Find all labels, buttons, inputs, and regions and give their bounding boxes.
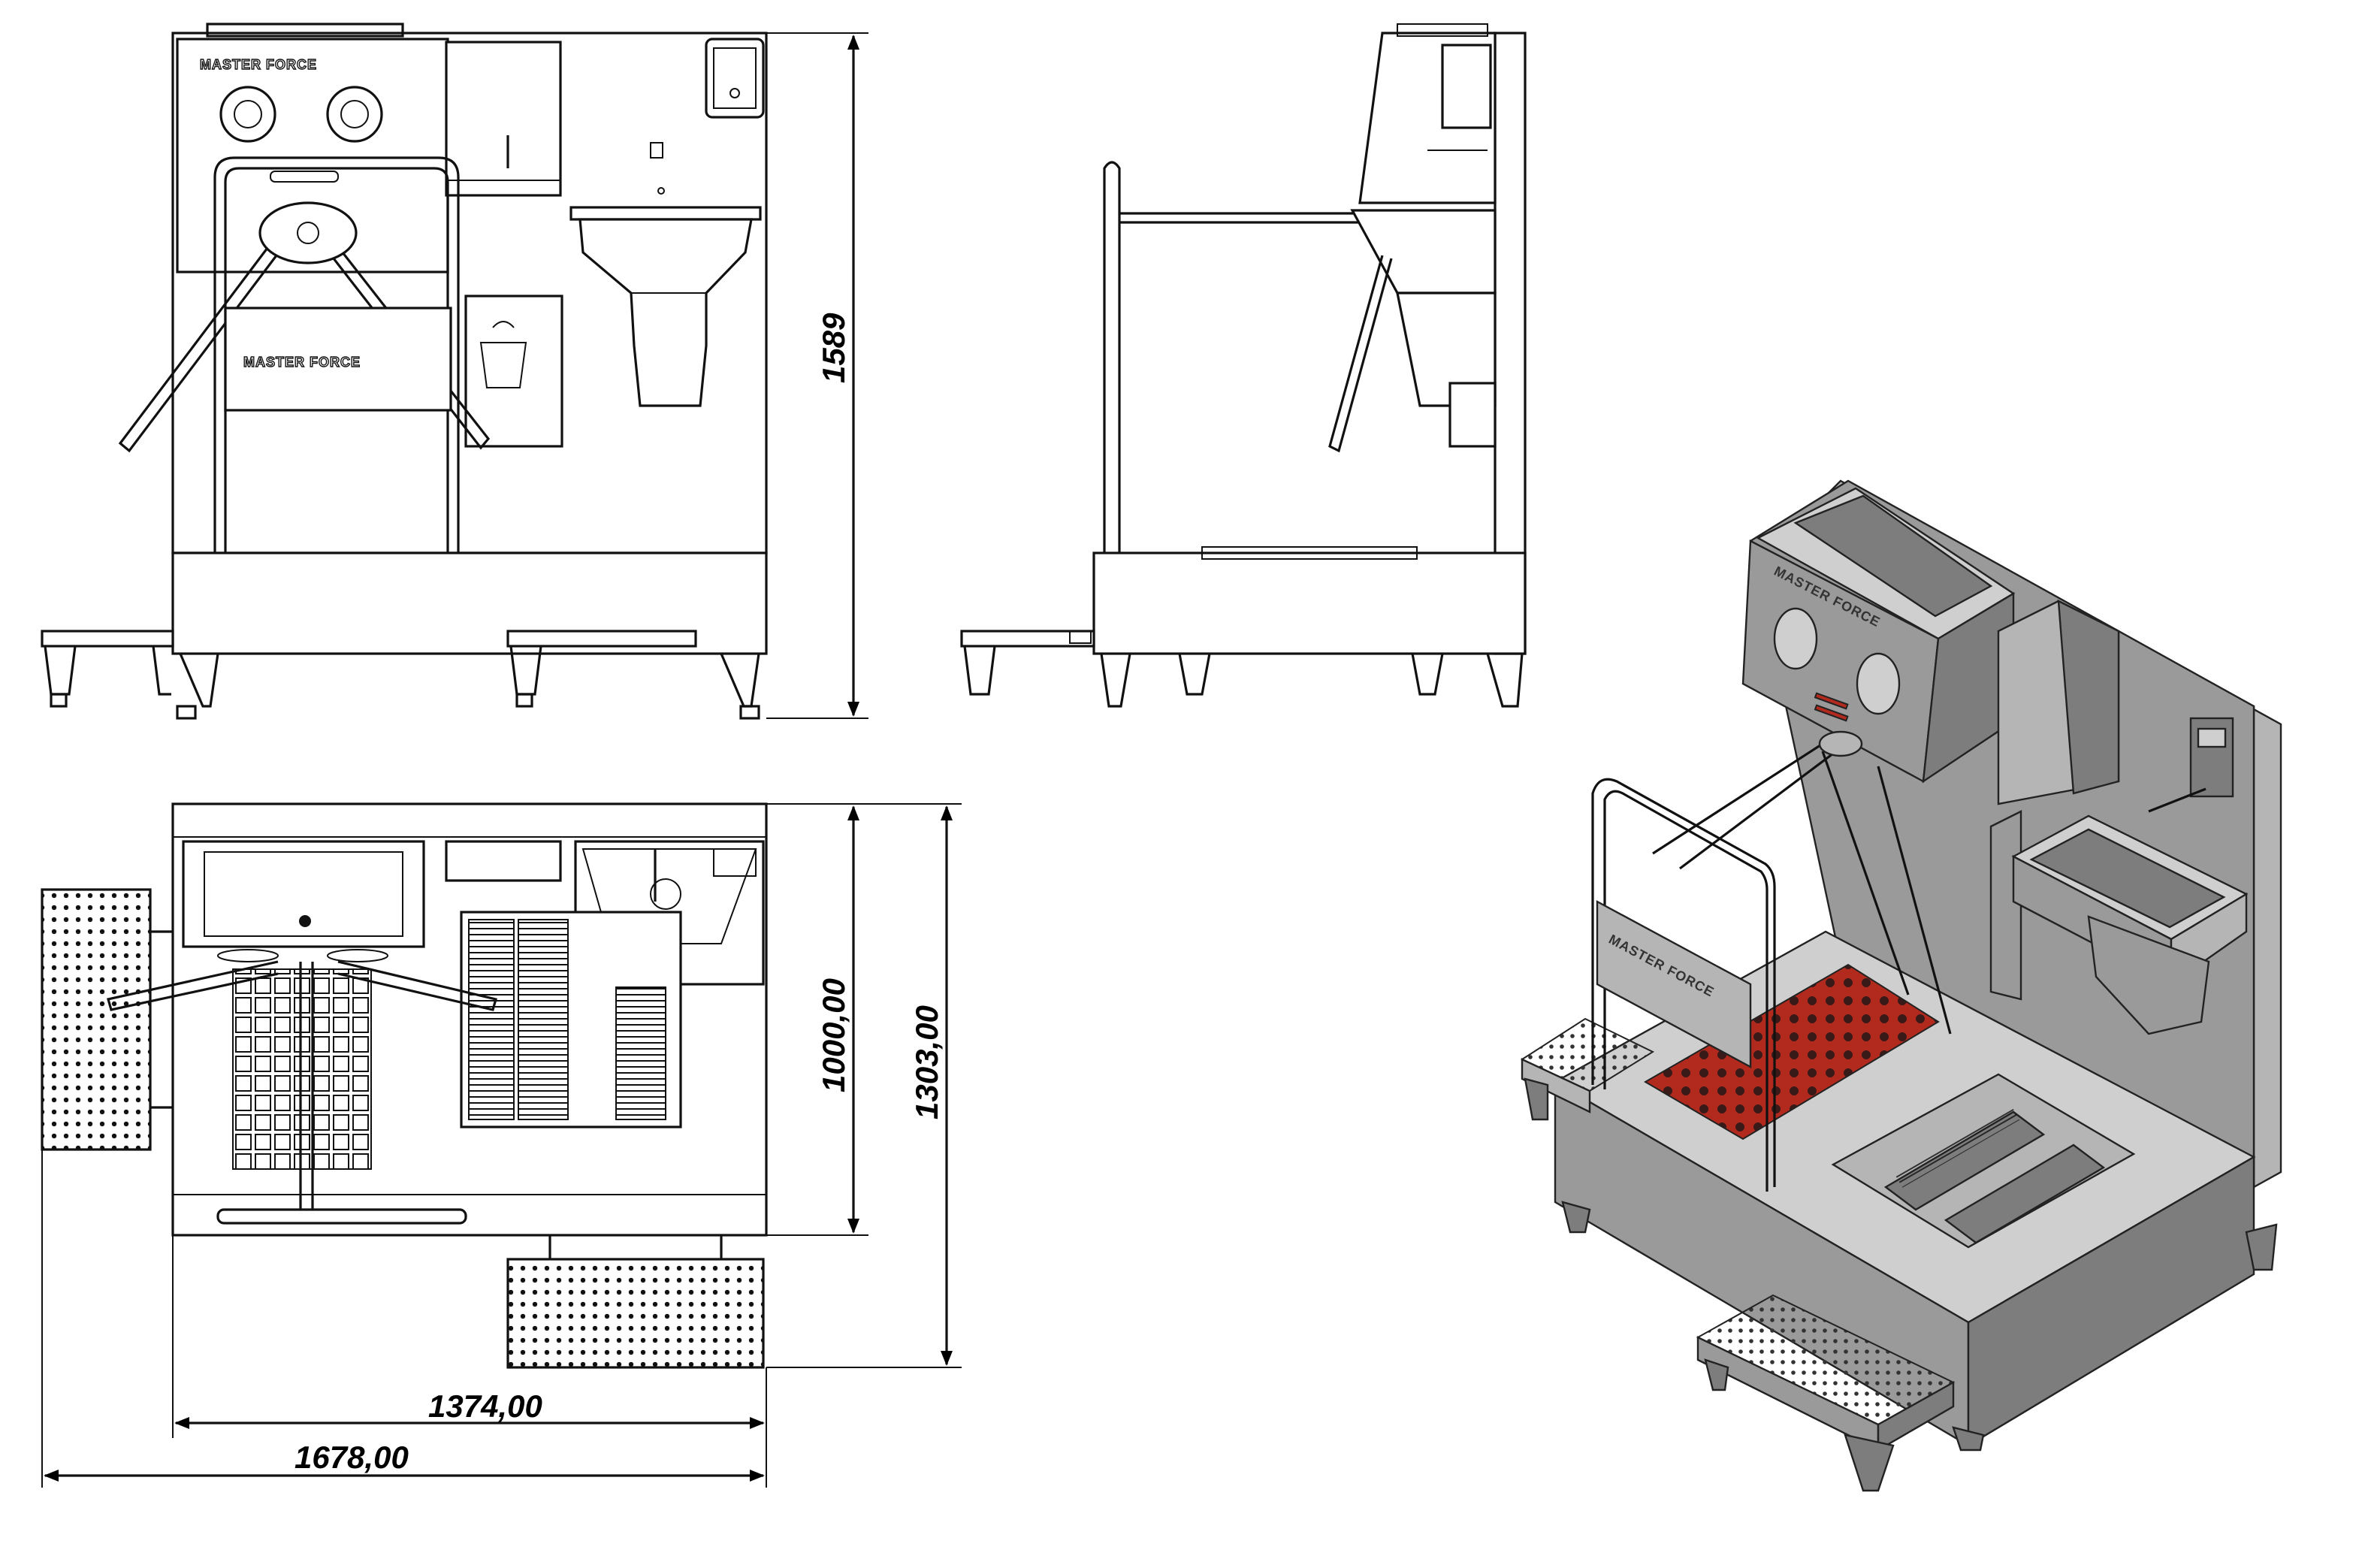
front-top-logo: MASTER FORCE xyxy=(200,57,317,72)
turnstile: MASTER FORCE xyxy=(118,156,491,553)
top-step-left xyxy=(41,888,152,1151)
side-view xyxy=(960,23,1527,708)
dimension-lines xyxy=(41,32,962,1488)
dim-depth-1000: 1000,00 xyxy=(816,978,851,1092)
dim-width-1678: 1678,00 xyxy=(294,1440,409,1475)
front-step-right xyxy=(506,630,697,708)
soap-dispenser xyxy=(650,38,765,195)
turnstile-sign-logo: MASTER FORCE xyxy=(243,355,361,370)
hand-dryer-right xyxy=(326,86,383,143)
dim-width-1374: 1374,00 xyxy=(428,1388,542,1424)
front-view: MASTER FORCE xyxy=(41,23,768,720)
sink xyxy=(569,206,762,407)
waste-bin xyxy=(464,295,563,448)
towel-dispenser xyxy=(445,41,562,197)
dim-depth-1303: 1303,00 xyxy=(909,1005,944,1119)
dim-height-1589: 1589 xyxy=(816,313,851,383)
isometric-view: MASTER FORCE xyxy=(1520,479,2282,1492)
hand-dryer-left xyxy=(219,86,276,143)
top-view xyxy=(41,802,768,1369)
top-step-bottom xyxy=(506,1258,765,1369)
front-step-left xyxy=(41,630,174,708)
